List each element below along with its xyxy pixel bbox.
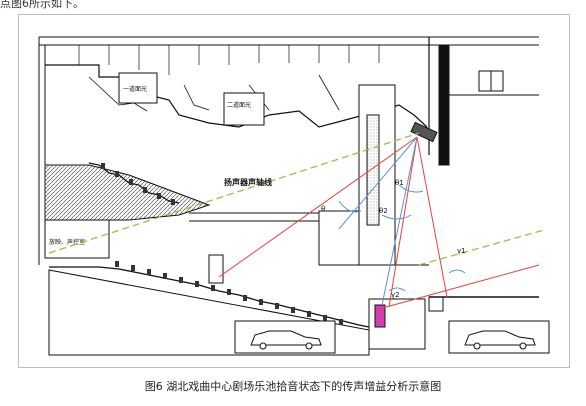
diagram-frame: 一道面光 二道面光 放映、声控室 xyxy=(18,14,570,368)
gamma2-label: γ2 xyxy=(391,291,400,299)
control-room: 放映、声控室 xyxy=(44,219,110,259)
figure-caption: 图6 湖北戏曲中心剧场乐池拾音状态下的传声增益分析示意图 xyxy=(144,380,442,393)
section-drawing: 一道面光 二道面光 放映、声控室 xyxy=(38,36,550,356)
stage-floor xyxy=(189,210,539,350)
stage-house xyxy=(358,37,539,266)
followspot-booth-1: 一道面光 xyxy=(118,72,158,104)
gamma1-label: γ1 xyxy=(457,247,466,255)
balcony xyxy=(44,162,211,221)
top-note-text: 点图6所示如下。 xyxy=(0,0,84,10)
sight-lines xyxy=(218,136,540,310)
theta2-label: θ2 xyxy=(379,207,388,215)
theta-label: θ xyxy=(321,205,325,213)
theta1-label: θ1 xyxy=(395,179,404,187)
speaker-axis-label: 扬声器声轴线 xyxy=(224,177,272,187)
roof-structure xyxy=(38,36,539,265)
followspot-booth-2: 二道面光 xyxy=(223,92,265,126)
car-right xyxy=(448,320,550,354)
followspot-1-label: 一道面光 xyxy=(123,85,147,93)
followspot-2-label: 二道面光 xyxy=(227,101,251,109)
car-left xyxy=(234,320,336,354)
control-room-label: 放映、声控室 xyxy=(49,238,85,246)
speaker-axis-line xyxy=(48,132,545,266)
